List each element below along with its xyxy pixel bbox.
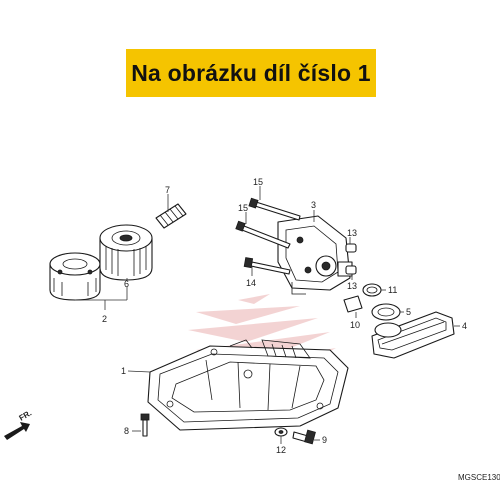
dowel-pin-13-lower-part[interactable] [345,265,357,275]
callout-15-lower: 15 [238,203,248,213]
o-ring-11-part[interactable] [362,283,382,297]
oil-filter-cartridge-part[interactable] [99,224,153,281]
callout-3: 3 [311,200,316,210]
callout-1: 1 [121,366,126,376]
callout-9: 9 [322,435,327,445]
front-direction-arrow: FR. [4,408,33,440]
callout-labels: 7 6 2 15 15 14 3 13 13 11 10 5 4 1 8 12 … [102,177,467,455]
oil-filter-nipple-part[interactable] [155,203,187,229]
oil-filter-assembly-part[interactable] [49,252,101,301]
callout-12: 12 [276,445,286,455]
bolt-7-part[interactable] [140,413,150,437]
oil-pump-part[interactable] [277,215,353,295]
bolt-14-part[interactable] [243,257,291,275]
diagram-code: MGSCE1300 [458,473,500,482]
front-direction-label: FR. [18,408,34,422]
seal-10-part[interactable] [343,295,363,313]
strainer-seal-5-part[interactable] [371,303,401,321]
drain-bolt-9-part[interactable] [292,429,316,445]
oil-pan-part[interactable] [147,339,349,431]
washer-12-part[interactable] [274,427,288,437]
banner-text: Na obrázku díl číslo 1 [131,59,371,86]
callout-13-lower: 13 [347,281,357,291]
callout-14: 14 [246,278,256,288]
callout-10: 10 [350,320,360,330]
part-number-banner: Na obrázku díl číslo 1 [126,49,376,97]
callout-11: 11 [388,285,397,295]
callout-7: 8 [124,426,129,436]
callout-13-upper: 13 [347,228,357,238]
callout-4: 4 [462,321,467,331]
oil-strainer-part[interactable] [371,311,455,359]
leader-lines [75,186,460,444]
dowel-pin-13-upper-part[interactable] [345,243,357,253]
callout-8: 7 [165,185,170,195]
callout-6: 6 [124,279,129,289]
callout-2: 2 [102,314,107,324]
bolt-15-upper-part[interactable] [248,197,301,221]
callout-5: 5 [406,307,411,317]
bolt-15-lower-part[interactable] [235,220,291,249]
callout-15-upper: 15 [253,177,263,187]
